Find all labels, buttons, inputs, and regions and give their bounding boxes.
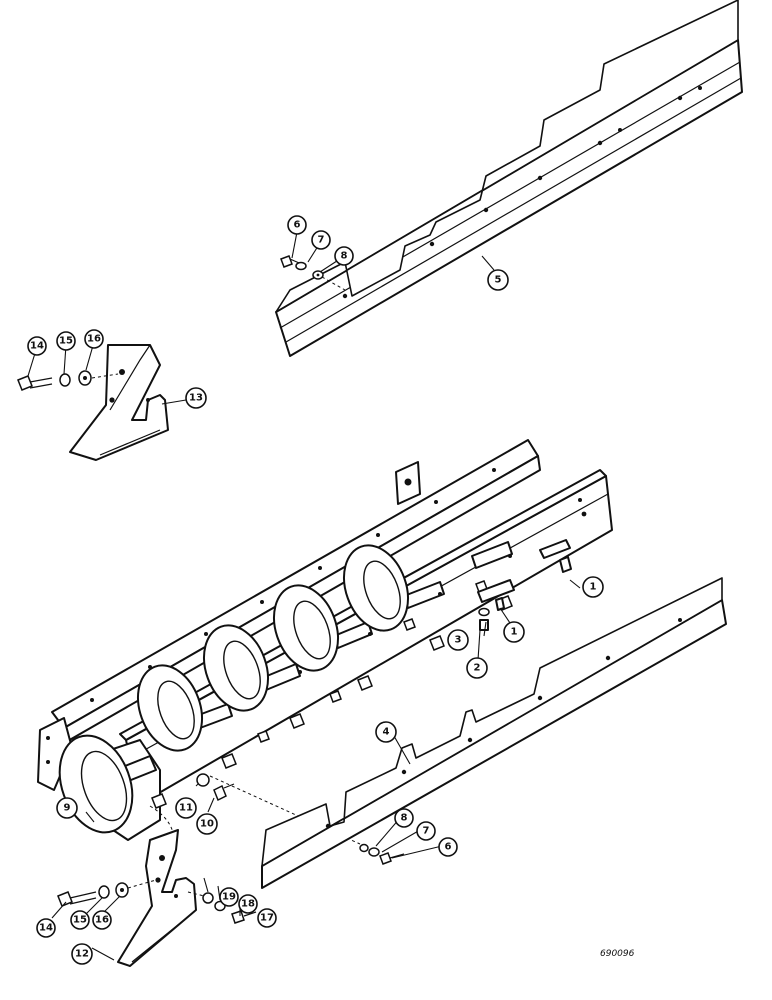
- track-rollers: [58, 544, 409, 834]
- callout-label: 14: [39, 923, 53, 934]
- callout-8-upper: 8: [334, 246, 354, 266]
- side-guard-lower: [261, 577, 727, 889]
- callout-19: 19: [219, 887, 239, 907]
- callout-label: 7: [423, 826, 430, 837]
- callout-label: 17: [260, 913, 274, 924]
- callout-8-lower: 8: [394, 808, 414, 828]
- callout-13: 13: [185, 387, 207, 409]
- callout-label: 14: [30, 341, 44, 352]
- callout-label: 2: [474, 663, 481, 674]
- callout-label: 6: [445, 842, 452, 853]
- bracket-lower-hardware-right: [187, 891, 257, 924]
- callout-label: 4: [383, 727, 390, 738]
- frame-spacers: [477, 539, 572, 631]
- bracket-lower-hardware-left: [57, 879, 157, 907]
- callout-label: 12: [75, 949, 89, 960]
- callout-label: 9: [64, 803, 71, 814]
- callout-1b: 1: [503, 621, 525, 643]
- upper-guard-hardware: [280, 255, 346, 291]
- callout-15-upper: 15: [56, 331, 76, 351]
- assembly-line-bracket: [149, 805, 175, 879]
- callout-label: 8: [401, 813, 408, 824]
- callout-label: 7: [318, 235, 325, 246]
- callout-label: 15: [59, 336, 73, 347]
- callout-7-lower: 7: [416, 821, 436, 841]
- callout-label: 16: [95, 915, 109, 926]
- callout-label: 13: [189, 393, 203, 404]
- callout-14-lower: 14: [36, 918, 56, 938]
- callout-6-lower: 6: [438, 837, 458, 857]
- callout-label: 6: [294, 220, 301, 231]
- callout-label: 1: [511, 627, 518, 638]
- callout-label: 11: [179, 803, 193, 814]
- bracket-upper: [69, 344, 169, 461]
- leader-lines: [27, 231, 581, 961]
- callout-label: 16: [87, 334, 101, 345]
- callout-1a: 1: [582, 576, 604, 598]
- callout-label: 1: [590, 582, 597, 593]
- callout-14-upper: 14: [27, 336, 47, 356]
- callout-2: 2: [466, 657, 488, 679]
- drawing-reference-number: 690096: [600, 949, 635, 959]
- callout-16-upper: 16: [84, 329, 104, 349]
- callout-9: 9: [56, 797, 78, 819]
- callout-5: 5: [487, 269, 509, 291]
- callout-11: 11: [175, 797, 197, 819]
- lower-guard-hardware: [359, 843, 405, 865]
- callout-4: 4: [375, 721, 397, 743]
- bracket-upper-hardware: [17, 370, 119, 391]
- callout-label: 5: [495, 275, 502, 286]
- callout-label: 19: [222, 892, 236, 903]
- callout-label: 8: [341, 251, 348, 262]
- callout-7-upper: 7: [311, 230, 331, 250]
- callout-15-lower: 15: [70, 910, 90, 930]
- callout-12: 12: [71, 943, 93, 965]
- callout-label: 18: [241, 899, 255, 910]
- callout-label: 15: [73, 915, 87, 926]
- callout-10: 10: [196, 813, 218, 835]
- callout-17: 17: [257, 908, 277, 928]
- callout-label: 10: [200, 819, 214, 830]
- callout-6-upper: 6: [287, 215, 307, 235]
- bracket-lower: [117, 829, 197, 967]
- side-guard-upper: [275, 0, 743, 357]
- callout-18: 18: [238, 894, 258, 914]
- callout-label: 3: [455, 635, 462, 646]
- callout-3: 3: [447, 629, 469, 651]
- callout-16-lower: 16: [92, 910, 112, 930]
- bolt-10-washer-11: [196, 773, 235, 802]
